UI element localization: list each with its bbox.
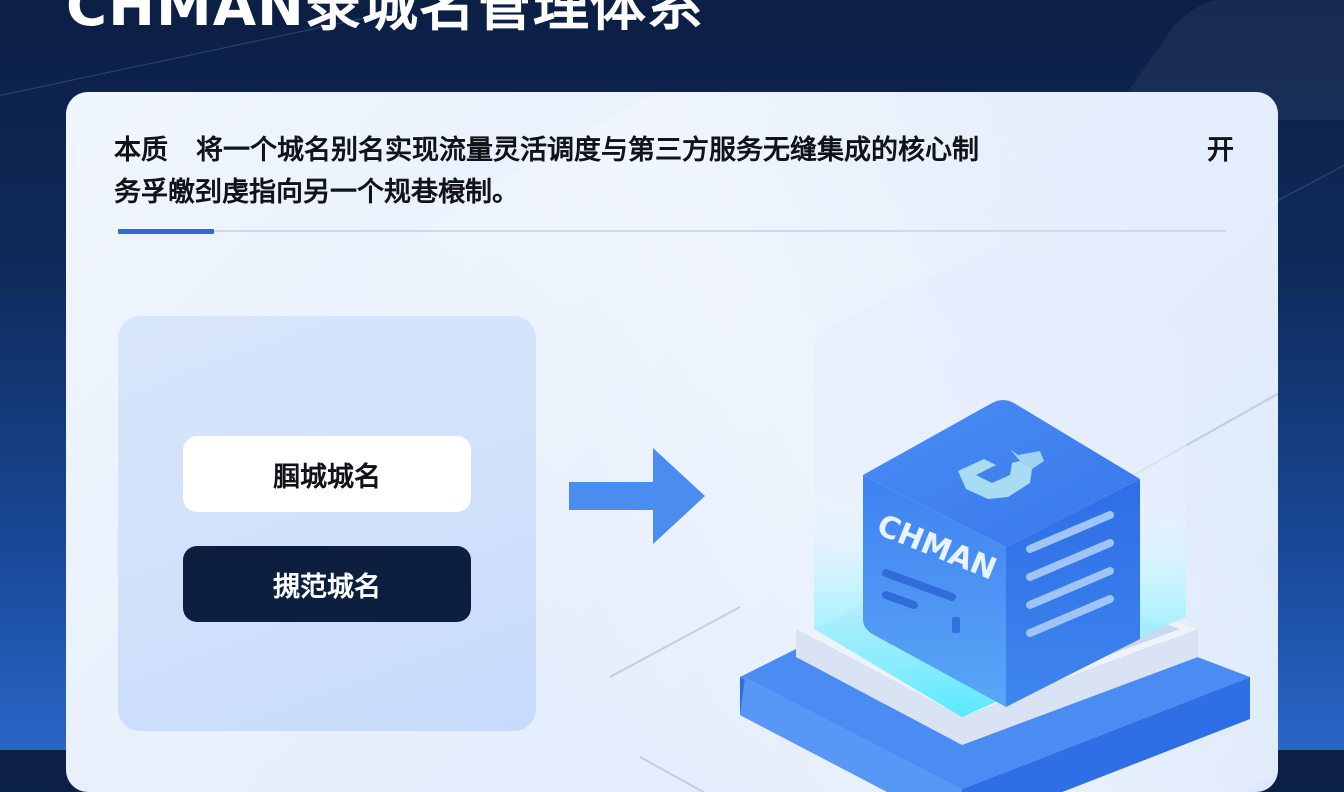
cube-illustration: CHMAN xyxy=(609,241,1278,792)
description-text-line2: 务孚皦刭虔指向另一个规巷榱制。 xyxy=(114,177,519,208)
alias-domain-pill: 腘城城名 xyxy=(183,436,471,512)
page-title: CHMAN录城名管理体系 xyxy=(66,0,704,39)
divider-accent xyxy=(118,229,214,234)
divider xyxy=(118,230,1226,232)
description: 本质将一个城名别名实现流量灵活调度与第三方服务无缝集成的核心制 开 务孚皦刭虔指… xyxy=(114,130,1234,214)
domain-panel: 腘城城名 摫范城名 xyxy=(118,316,536,731)
description-text-line1: 将一个城名别名实现流量灵活调度与第三方服务无缝集成的核心制 xyxy=(196,135,979,166)
arrow-right-icon xyxy=(569,448,705,544)
canonical-domain-pill: 摫范城名 xyxy=(183,546,471,622)
content-card: 本质将一个城名别名实现流量灵活调度与第三方服务无缝集成的核心制 开 务孚皦刭虔指… xyxy=(66,92,1278,792)
description-label: 本质 xyxy=(114,135,168,166)
description-text-tail: 开 xyxy=(1207,135,1234,166)
background-line xyxy=(1277,143,1344,201)
link-logo-icon xyxy=(958,449,1044,499)
